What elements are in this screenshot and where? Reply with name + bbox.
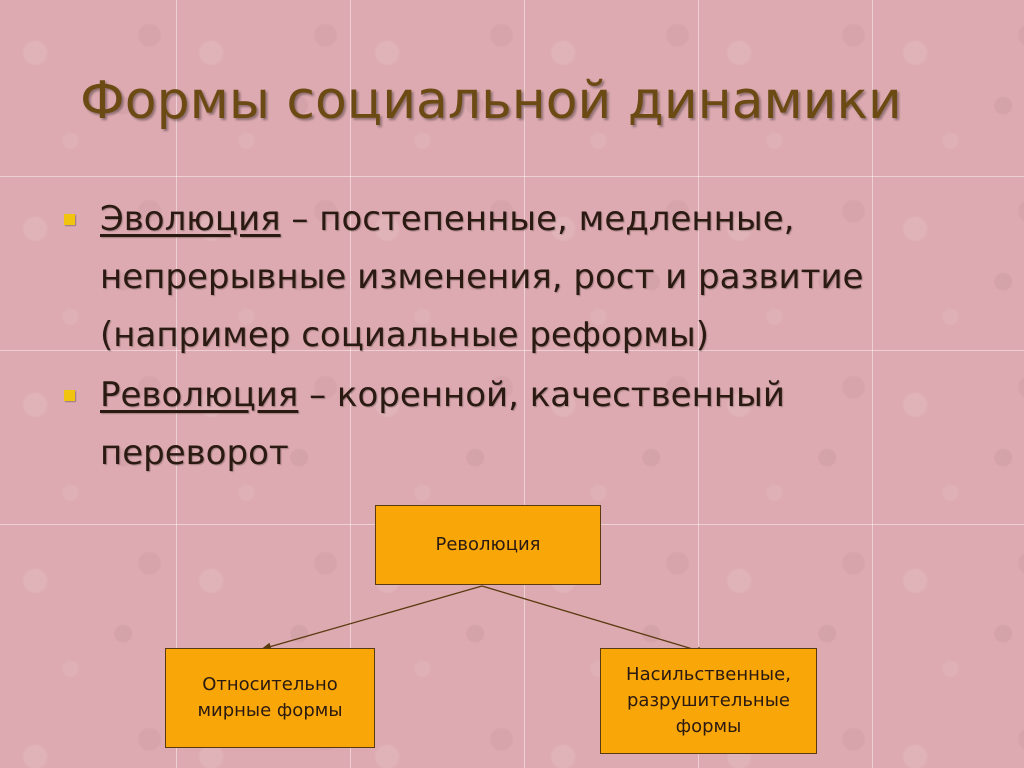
tile-seam xyxy=(0,176,1024,177)
bullet-term: Эволюция xyxy=(100,199,281,239)
bullet-evolution: Эволюция – постепенные, медленные, непре… xyxy=(64,190,944,364)
connector-right xyxy=(481,585,707,655)
square-bullet-icon xyxy=(64,214,75,225)
tile-seam xyxy=(698,0,699,768)
diagram-right-label: Насильственные, разрушительные формы xyxy=(626,664,791,737)
tile-seam xyxy=(0,350,1024,351)
tile-seam xyxy=(350,0,351,768)
bullet-text: – коренной, качественный переворот xyxy=(100,375,785,473)
diagram-right-box: Насильственные, разрушительные формы xyxy=(600,648,817,754)
diagram-root-label: Революция xyxy=(435,534,541,555)
slide-title: Формы социальной динамики xyxy=(80,71,902,131)
bullet-list: Эволюция – постепенные, медленные, непре… xyxy=(64,190,944,484)
diagram-left-box: Относительно мирные формы xyxy=(165,648,375,748)
tile-seam xyxy=(524,0,525,768)
square-bullet-icon xyxy=(64,390,75,401)
diagram-root-box: Революция xyxy=(375,505,601,585)
connector-left xyxy=(261,585,483,651)
tile-seam xyxy=(872,0,873,768)
bullet-term: Революция xyxy=(100,375,299,415)
diagram-left-label: Относительно мирные формы xyxy=(197,674,343,721)
tile-seam xyxy=(176,0,177,768)
bullet-revolution: Революция – коренной, качественный перев… xyxy=(64,366,944,482)
bullet-text: – постепенные, медленные, непрерывные из… xyxy=(100,199,864,355)
